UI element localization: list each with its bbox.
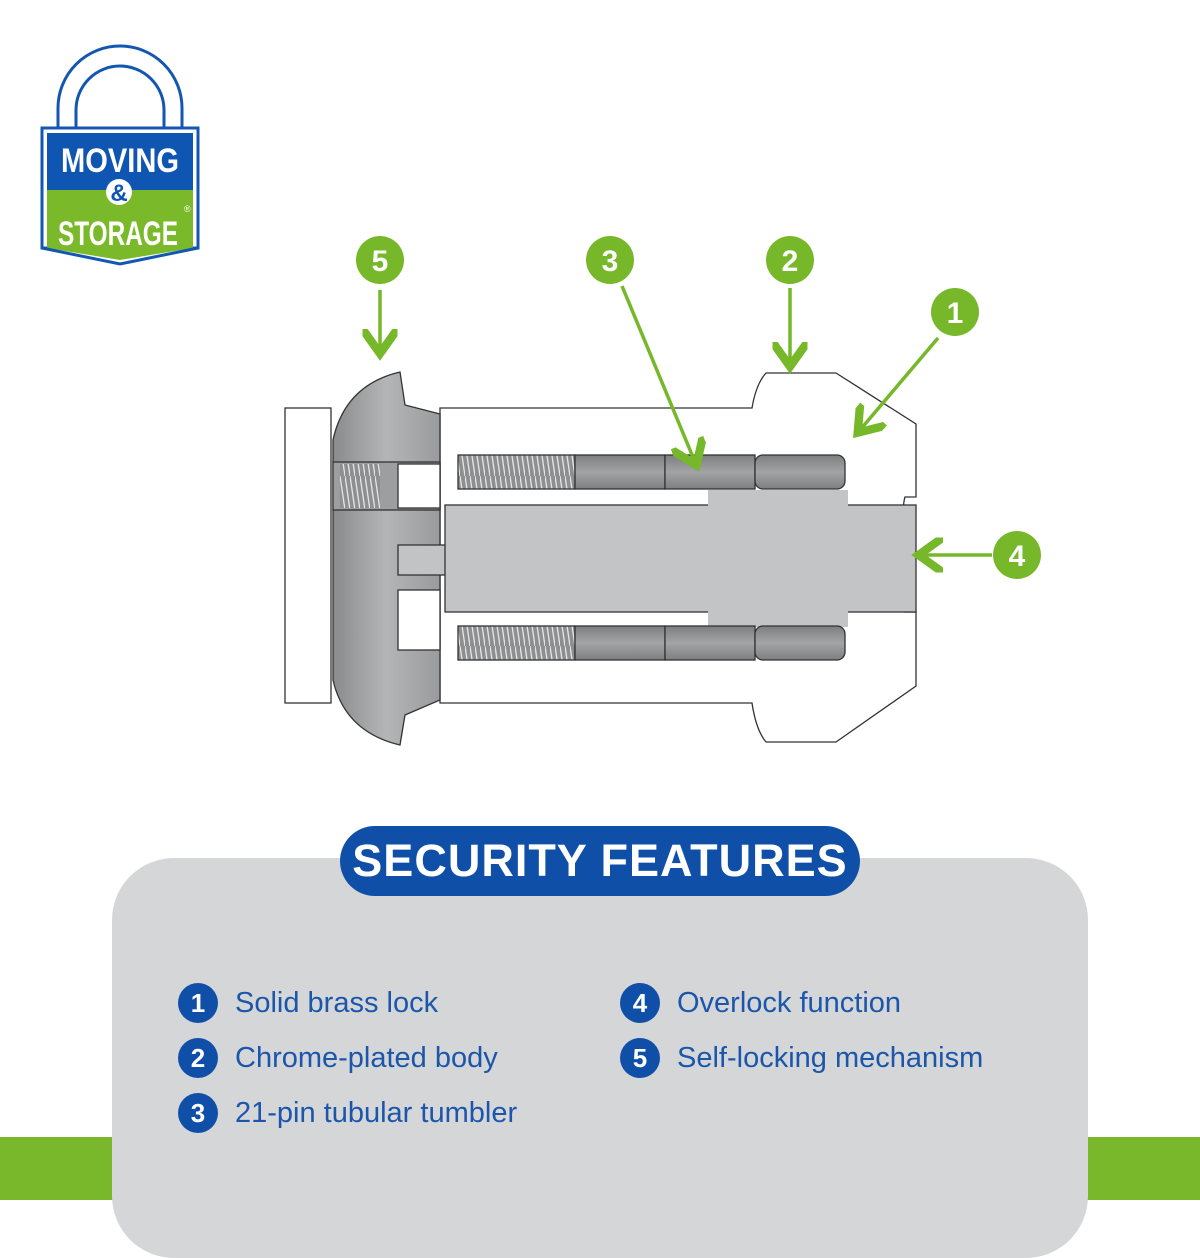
feature-label: 21-pin tubular tumbler [235,1096,518,1129]
feature-label: Chrome-plated body [235,1041,498,1074]
callout-2: 2 [766,236,814,284]
feature-item: 3 21-pin tubular tumbler [178,1093,517,1133]
svg-text:2: 2 [782,245,799,278]
callout-arrows [380,285,992,555]
features-panel [112,858,1088,1258]
svg-text:1: 1 [947,297,964,330]
callout-3: 3 [586,236,634,284]
callout-4: 4 [993,531,1041,579]
feature-label: Self-locking mechanism [677,1041,984,1074]
callout-1: 1 [931,288,979,336]
svg-text:5: 5 [372,245,389,278]
features-title: SECURITY FEATURES [340,826,860,896]
number-badge: 1 [178,983,218,1023]
mounting-plate [284,407,332,704]
lock-cross-section-diagram: MOVING & STORAGE ® 5 3 2 1 [40,44,1041,746]
spring-top [457,454,576,490]
svg-text:MOVING: MOVING [61,142,179,180]
feature-item: 1 Solid brass lock [178,983,438,1023]
spring-bottom [457,625,576,661]
svg-text:3: 3 [602,245,619,278]
moving-storage-logo: MOVING & STORAGE ® [40,44,200,266]
feature-item: 4 Overlock function [620,983,901,1023]
feature-label: Solid brass lock [235,986,439,1019]
svg-text:®: ® [184,204,191,214]
svg-text:4: 4 [1009,540,1026,573]
number-badge: 3 [178,1093,218,1133]
svg-text:STORAGE: STORAGE [58,215,178,253]
svg-text:&: & [110,180,127,207]
lock-cylinder [284,371,917,746]
feature-label: Overlock function [677,986,902,1019]
plug [444,504,917,613]
callout-5: 5 [356,236,404,284]
feature-item: 2 Chrome-plated body [178,1038,498,1078]
number-badge: 4 [620,983,660,1023]
feature-item: 5 Self-locking mechanism [620,1038,983,1078]
number-badge: 5 [620,1038,660,1078]
number-badge: 2 [178,1038,218,1078]
